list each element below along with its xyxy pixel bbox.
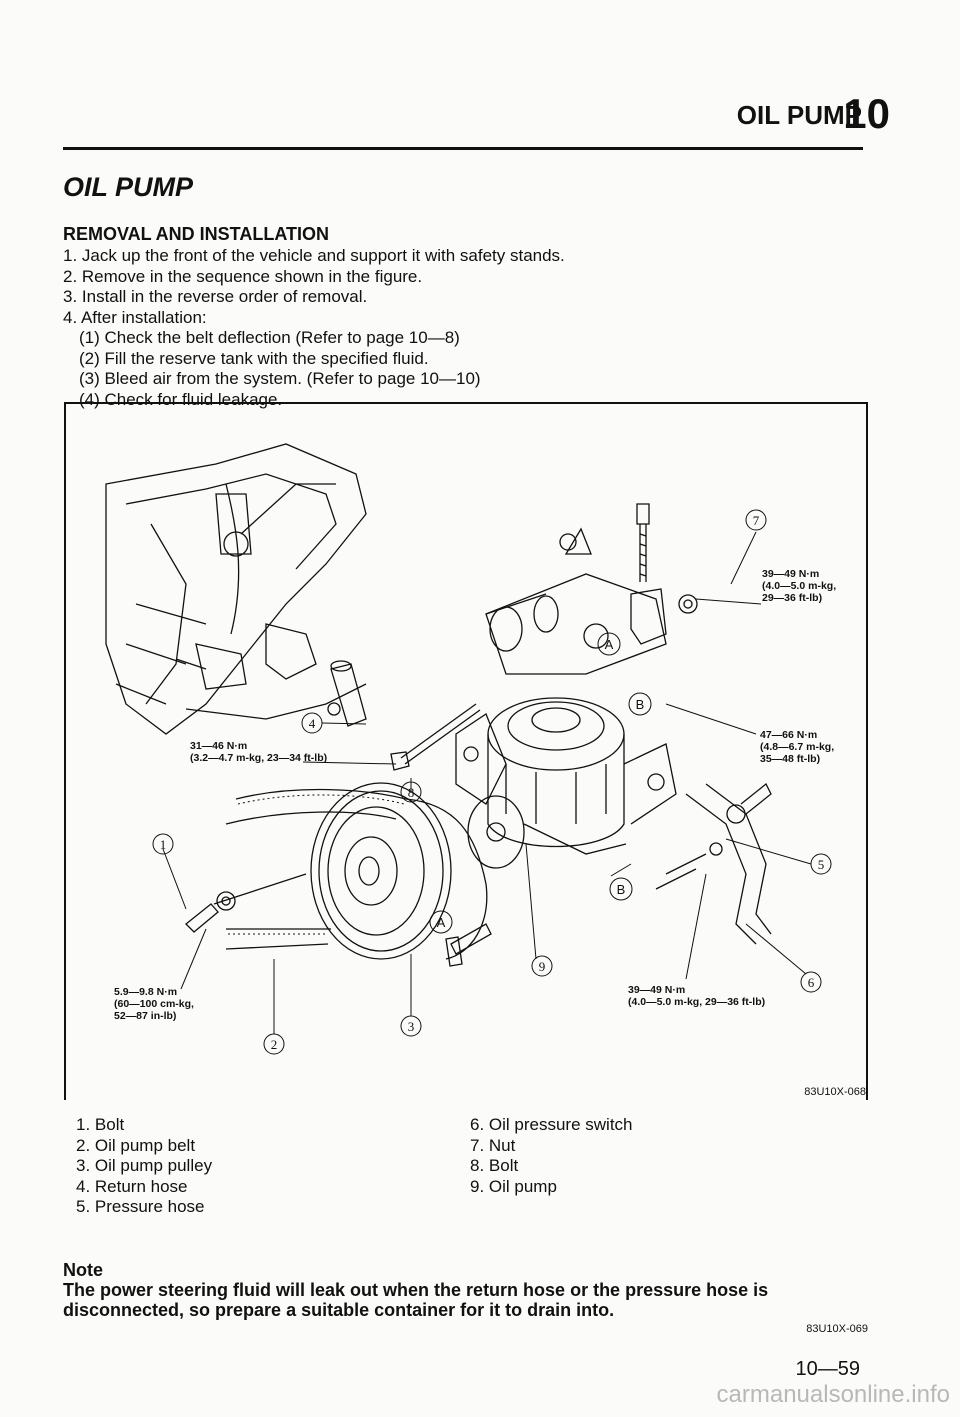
return-hose-drawing: [327, 660, 367, 727]
pressure-hose-drawing: [655, 782, 772, 945]
legend-item: 3. Oil pump pulley: [76, 1156, 213, 1175]
header-section-title: OIL PUMP: [736, 100, 862, 130]
callout-6: 6: [808, 975, 815, 990]
page-number: 10—59: [795, 1358, 861, 1380]
substep: (1) Check the belt deflection (Refer to …: [79, 328, 460, 347]
step: 2. Remove in the sequence shown in the f…: [63, 266, 423, 286]
oil-pump-body-drawing: [455, 697, 677, 869]
watermark: carmanualsonline.info: [716, 1381, 950, 1408]
legend-item: 7. Nut: [470, 1135, 516, 1155]
legend-item: 9. Oil pump: [470, 1176, 557, 1196]
legend-item: 8. Bolt: [470, 1156, 519, 1175]
note-text: The power steering fluid will leak out w…: [63, 1280, 769, 1320]
torque-label-8: 31—46 N·m (3.2—4.7 m-kg, 23—34 ft-lb): [190, 740, 328, 764]
torque-label-a: 39—49 N·m (4.0—5.0 m-kg, 29—36 ft-lb): [628, 984, 766, 1008]
upper-bracket-drawing: [485, 527, 667, 675]
step: 4. After installation:: [63, 307, 207, 327]
callout-5: 5: [818, 857, 825, 872]
header-chapter-number: 10: [843, 90, 890, 137]
belt-texture: [228, 794, 405, 935]
oil-pump-exploded-drawing: 7 4 8 1 5 6 9 2 3 A A B B: [105, 443, 832, 1055]
page-title: OIL PUMP: [63, 172, 194, 202]
legend-right: 6. Oil pressure switch 7. Nut 8. Bolt 9.…: [470, 1115, 633, 1197]
substep: (2) Fill the reserve tank with the speci…: [79, 348, 429, 368]
bolt-8-drawing: [390, 703, 481, 771]
section-subtitle: REMOVAL AND INSTALLATION: [63, 224, 329, 244]
legend-item: 4. Return hose: [76, 1176, 188, 1196]
callout-9: 9: [539, 959, 546, 974]
legend-item: 5. Pressure hose: [76, 1197, 205, 1216]
torque-label-7: 39—49 N·m (4.0—5.0 m-kg, 29—36 ft-lb): [762, 568, 837, 604]
callout-3: 3: [408, 1019, 415, 1034]
step: 1. Jack up the front of the vehicle and …: [63, 246, 565, 265]
legend-item: 1. Bolt: [76, 1115, 125, 1134]
note-code: 83U10X-069: [806, 1323, 868, 1335]
adjust-bolt-drawing: [630, 503, 698, 645]
callout-a-upper: A: [605, 637, 614, 652]
exploded-diagram-figure: 7 4 8 1 5 6 9 2 3 A A B B 39—49 N·m (4.0…: [64, 402, 868, 1100]
substep: (3) Bleed air from the system. (Refer to…: [79, 369, 481, 388]
callout-1: 1: [160, 837, 167, 852]
callout-a-lower: A: [437, 915, 446, 930]
callout-8: 8: [408, 785, 415, 800]
callout-2: 2: [271, 1037, 278, 1052]
callout-labels: 7 4 8 1 5 6 9 2 3 A A B B: [152, 509, 832, 1055]
header-rule: [63, 147, 863, 150]
callout-7: 7: [753, 513, 760, 528]
figure-code: 83U10X-068: [804, 1086, 866, 1098]
callout-b-upper: B: [636, 697, 645, 712]
belt-pulley-drawing: [225, 782, 488, 960]
note-heading: Note: [63, 1260, 103, 1280]
legend-left: 1. Bolt 2. Oil pump belt 3. Oil pump pul…: [76, 1115, 212, 1218]
legend-item: 2. Oil pump belt: [76, 1135, 196, 1155]
torque-label-1: 5.9—9.8 N·m (60—100 cm-kg, 52—87 in-lb): [114, 986, 194, 1022]
legend-item: 6. Oil pressure switch: [470, 1115, 633, 1134]
bolt-1-drawing: [185, 873, 307, 933]
torque-label-b: 47—66 N·m (4.8—6.7 m-kg, 35—48 ft-lb): [760, 729, 835, 765]
leader-lines: [162, 531, 812, 1034]
engine-bracket-drawing: [105, 443, 367, 735]
procedure-steps: 1. Jack up the front of the vehicle and …: [63, 246, 565, 410]
step: 3. Install in the reverse order of remov…: [63, 287, 368, 306]
callout-4: 4: [309, 716, 316, 731]
bolt-a-drawing: [445, 923, 492, 967]
callout-b-lower: B: [617, 882, 626, 897]
